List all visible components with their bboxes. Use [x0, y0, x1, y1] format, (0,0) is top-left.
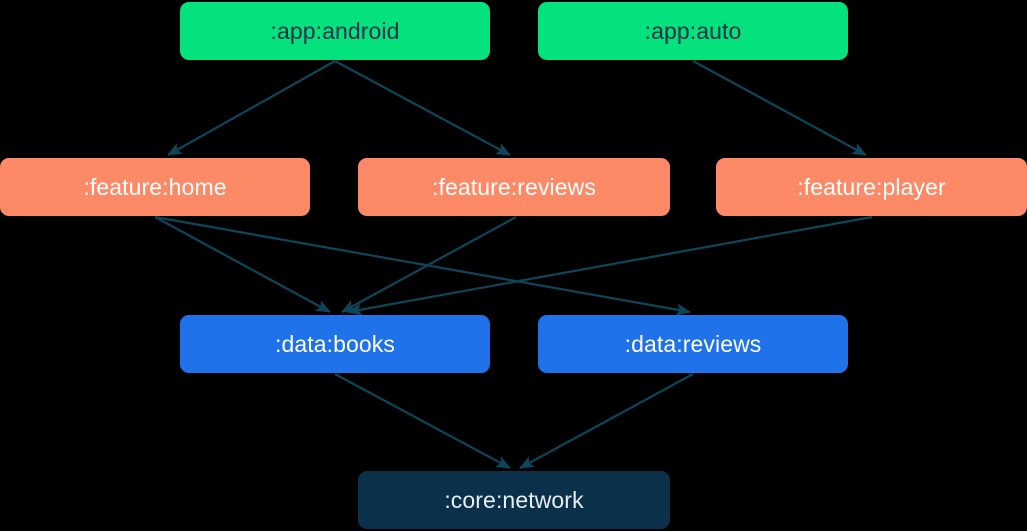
- node-feature-home[interactable]: :feature:home: [0, 158, 310, 216]
- node-label: :feature:reviews: [432, 173, 596, 200]
- node-core-network[interactable]: :core:network: [358, 471, 670, 529]
- node-app-android[interactable]: :app:android: [180, 2, 490, 60]
- node-label: :feature:home: [83, 173, 227, 200]
- edge-feature-home-to-data-books: [154, 216, 331, 313]
- node-data-reviews[interactable]: :data:reviews: [538, 315, 848, 373]
- edge-data-books-to-core-network: [334, 373, 511, 469]
- node-label: :feature:player: [797, 173, 946, 200]
- edge-app-auto-to-feature-player: [692, 60, 867, 156]
- node-feature-player[interactable]: :feature:player: [716, 158, 1027, 216]
- edges-group: [154, 60, 873, 469]
- node-label: :core:network: [444, 486, 584, 513]
- node-label: :app:android: [270, 17, 400, 44]
- node-app-auto[interactable]: :app:auto: [538, 2, 848, 60]
- edge-feature-home-to-data-reviews: [154, 215, 691, 316]
- node-data-books[interactable]: :data:books: [180, 315, 490, 373]
- edge-app-android-to-feature-home: [167, 60, 336, 156]
- node-label: :app:auto: [644, 17, 742, 44]
- edge-feature-reviews-to-data-books: [341, 216, 517, 313]
- edge-app-android-to-feature-reviews: [334, 60, 511, 156]
- edge-data-reviews-to-core-network: [519, 373, 694, 469]
- node-feature-reviews[interactable]: :feature:reviews: [358, 158, 670, 216]
- edge-feature-player-to-data-books: [347, 215, 873, 316]
- node-label: :data:books: [274, 330, 396, 357]
- node-label: :data:reviews: [624, 330, 762, 357]
